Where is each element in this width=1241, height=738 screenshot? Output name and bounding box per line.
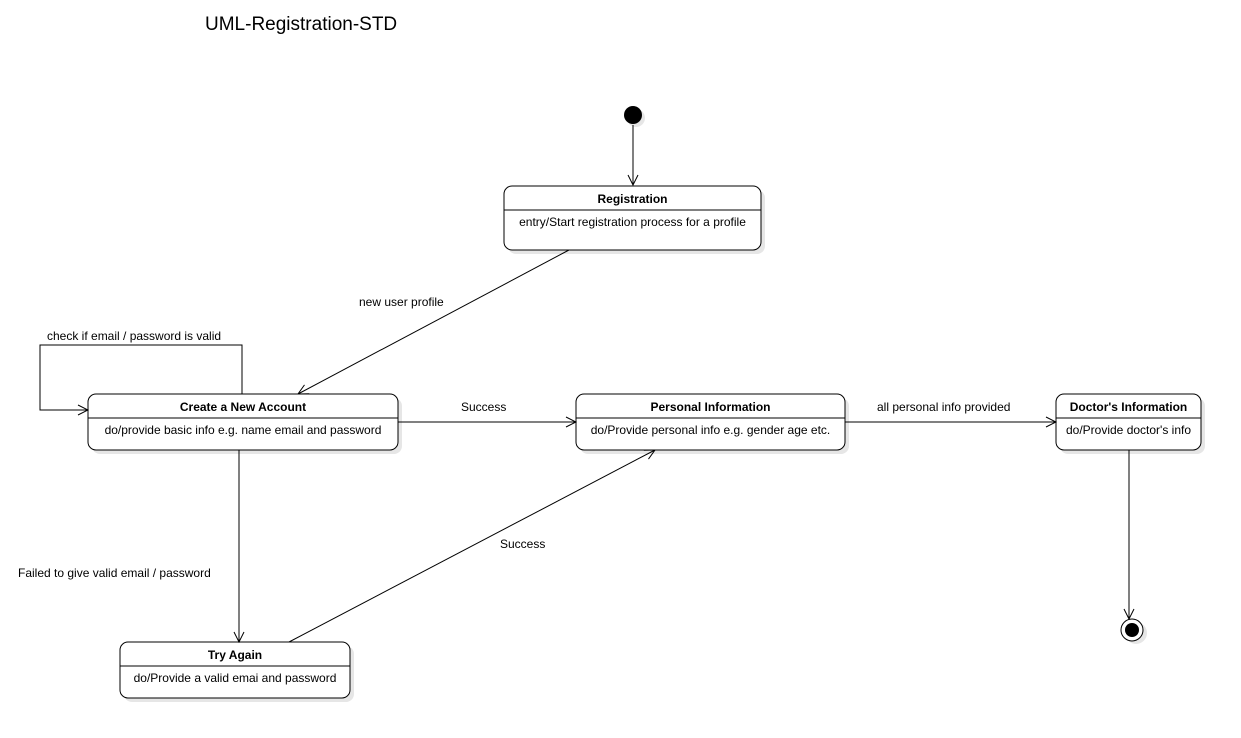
state-personal-information[interactable]: Personal Information do/Provide personal…: [575, 393, 849, 454]
final-state: [1120, 618, 1147, 644]
state-activity: do/Provide doctor's info: [1066, 423, 1191, 437]
transition-try-again-to-personal-information[interactable]: [288, 450, 655, 643]
state-name: Try Again: [208, 648, 262, 662]
transition-label: Success: [461, 400, 506, 414]
state-try-again[interactable]: Try Again do/Provide a valid emai and pa…: [119, 641, 354, 702]
state-name: Registration: [597, 192, 667, 206]
state-registration[interactable]: Registration entry/Start registration pr…: [503, 185, 765, 254]
transition-label: Success: [500, 537, 545, 551]
transition-create-account-self-loop[interactable]: [39, 344, 243, 410]
transition-registration-to-create-account[interactable]: [298, 249, 570, 394]
state-name: Create a New Account: [180, 400, 306, 414]
state-name: Doctor's Information: [1070, 400, 1188, 414]
state-activity: do/Provide personal info e.g. gender age…: [591, 423, 831, 437]
transition-label: new user profile: [359, 295, 444, 309]
state-doctors-information[interactable]: Doctor's Information do/Provide doctor's…: [1055, 393, 1205, 454]
initial-state: [624, 106, 645, 127]
transition-label: check if email / password is valid: [47, 329, 221, 343]
state-activity: entry/Start registration process for a p…: [519, 215, 746, 229]
state-create-account[interactable]: Create a New Account do/provide basic in…: [87, 393, 402, 454]
state-activity: do/provide basic info e.g. name email an…: [105, 423, 382, 437]
diagram-title: UML-Registration-STD: [205, 14, 398, 35]
state-activity: do/Provide a valid emai and password: [134, 671, 337, 685]
state-name: Personal Information: [650, 400, 770, 414]
transition-label: Failed to give valid email / password: [18, 566, 211, 580]
transition-label: all personal info provided: [877, 400, 1010, 414]
